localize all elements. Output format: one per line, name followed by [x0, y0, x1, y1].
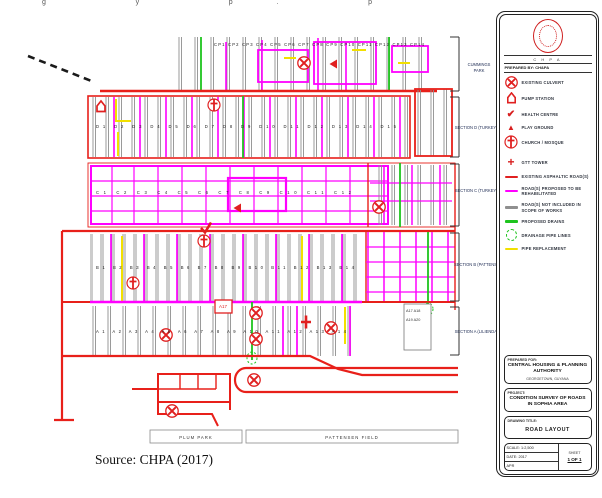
section-a-band: A17 A17 A18 A19 A20 A1 A2 A3 A4 A5 A6 A7…	[62, 299, 458, 377]
source-caption: Source: CHPA (2017)	[95, 452, 214, 467]
legend-panel: C H P A PREPARED BY: CH&PA EXISTING CULV…	[496, 11, 599, 477]
drawing-title-header: DRAWING TITLE:	[507, 418, 538, 423]
legend-item-label: CHURCH / MOSQUE	[521, 139, 564, 145]
project-name: CONDITION SURVEY OF ROADS IN SOPHIA AREA	[509, 395, 586, 408]
sheet-label: SHEET	[568, 451, 581, 455]
section-c-band: C1 C2 C3 C4 C5 C6 C7 C8 C9 C10 C11 C12	[87, 162, 456, 228]
legend-item: PIPE REPLACEMENT	[504, 246, 592, 251]
legend-item: PROPOSED DRAINS	[504, 219, 592, 224]
sheet-number: 1 OF 1	[567, 457, 582, 462]
plot-box-label: A17	[219, 304, 228, 309]
plum-park-label-box	[149, 429, 243, 444]
plus-icon: +	[507, 155, 515, 170]
legend-item: + GTT TOWER	[504, 155, 592, 169]
drawing-title: ROAD LAYOUT	[525, 426, 570, 433]
section-label: SECTION B (PATTENSEN)	[454, 262, 500, 267]
legend-item-label: DRAINAGE PIPE LINES	[521, 232, 571, 238]
asphaltic-road	[54, 231, 74, 422]
legend-item: ROAD(S) NOT INCLUDED IN SCOPE OF WORKS	[504, 202, 592, 213]
existing-culvert-marker	[164, 403, 180, 419]
section-label: SECTION A (LILIENDAAL)	[455, 329, 500, 334]
legend-item: DRAINAGE PIPE LINES	[504, 229, 592, 242]
check-icon: ✔	[506, 108, 516, 120]
date-field: DATE: 2017	[504, 453, 558, 462]
side-box-label: A17 A18	[406, 309, 420, 313]
church-cross-icon	[504, 135, 519, 150]
legend-item: PUMP STATION	[504, 92, 592, 105]
project-block: PROJECT: CONDITION SURVEY OF ROADS IN SO…	[503, 387, 592, 412]
authority-sub: GEORGETOWN, GUYANA	[526, 376, 569, 381]
cropped-caption-fragments: g y p. p	[42, 0, 372, 6]
existing-culvert-marker	[248, 305, 264, 321]
legend-item-label: HEALTH CENTRE	[521, 111, 559, 117]
legend-item: ROAD(S) PROPOSED TO BE REHABILITATED	[504, 186, 592, 197]
dashed-circle-icon	[504, 229, 519, 242]
legend-item: EXISTING CULVERT	[504, 75, 592, 89]
green-line-icon	[504, 220, 519, 223]
church-mosque-marker	[126, 276, 140, 291]
legend-item: ▲ PLAY GROUND	[504, 123, 592, 132]
legend-item: CHURCH / MOSQUE	[504, 135, 592, 150]
side-box-label: A19 A20	[406, 318, 420, 322]
map-canvas: g y p. p CP1 CP2 CP3 CP4 CP5 CP6 CP7 CP8…	[27, 0, 500, 444]
project-header: PROJECT:	[507, 390, 526, 395]
seal-caption: C H P A	[503, 54, 592, 64]
existing-culvert-marker	[246, 372, 262, 388]
existing-culvert-marker	[296, 55, 312, 71]
section-label: SECTION C (TURKEYEN)	[455, 188, 500, 193]
legend-item-label: EXISTING CULVERT	[521, 79, 564, 85]
scale-field: SCALE: 1:2,500	[504, 444, 558, 453]
diagonal-hatched-line	[27, 54, 95, 84]
plot-labels-row: CP1 CP2 CP3 CP4 CP5 CP6 CP7 CP8 CP9 CP10…	[214, 42, 425, 47]
chpa-seal-icon	[532, 18, 563, 53]
magenta-line-icon	[504, 189, 519, 193]
legend-item-label: ROAD(S) NOT INCLUDED IN SCOPE OF WORKS	[521, 202, 581, 213]
rounded-road	[233, 366, 458, 394]
legend-item-label: EXISTING ASPHALTIC ROAD(S)	[521, 174, 589, 180]
house-icon	[504, 92, 519, 105]
legend-item-label: PUMP STATION	[521, 96, 555, 102]
legend-item: EXISTING ASPHALTIC ROAD(S)	[504, 174, 592, 179]
plum-park-label: PLUM PARK	[179, 435, 213, 440]
prepared-for-header: PREPARED FOR:	[507, 358, 537, 362]
x-circle-icon	[504, 75, 519, 89]
triangle-icon: ▲	[507, 123, 515, 133]
legend-item-label: ROAD(S) PROPOSED TO BE REHABILITATED	[521, 185, 582, 197]
church-mosque-marker	[207, 98, 221, 113]
authority-name: CENTRAL HOUSING & PLANNING AUTHORITY	[507, 363, 588, 375]
yellow-line-icon	[504, 247, 519, 251]
pattensen-field-label: PATTENSEN FIELD	[325, 435, 379, 440]
gray-line-icon	[504, 206, 519, 209]
drawing-title-block: DRAWING TITLE: ROAD LAYOUT	[503, 415, 592, 439]
pattensen-field-label-box	[245, 429, 459, 444]
section-label: CUMMINGS	[468, 62, 491, 67]
drainage-pipe-marker	[246, 351, 258, 365]
section-d-band: D1 D2 D3 D4 D5 D6 D7 D8 D9 D10 D11 D12 D…	[87, 95, 411, 159]
prepared-for-block: PREPARED FOR: CENTRAL HOUSING & PLANNING…	[503, 355, 592, 384]
section-label: PARK	[474, 68, 485, 73]
legend-item: ✔ HEALTH CENTRE	[504, 109, 592, 120]
red-outlined-block	[414, 88, 453, 157]
plum-park-block	[132, 373, 231, 427]
cummings-park-strip: CP1 CP2 CP3 CP4 CP5 CP6 CP7 CP8 CP9 CP10…	[174, 37, 432, 92]
title-block-grid: SCALE: 1:2,500 DATE: 2017 APR SHEET 1 OF…	[503, 442, 592, 471]
prepared-by-strip: PREPARED BY: CH&PA	[503, 64, 592, 73]
section-label: SECTION D (TURKEYEN)	[455, 125, 500, 130]
existing-culvert-marker	[371, 199, 387, 215]
church-mosque-marker	[197, 234, 211, 249]
legend-item-label: PROPOSED DRAINS	[521, 219, 565, 225]
approved-field: APR	[506, 463, 515, 468]
legend-item-label: PLAY GROUND	[521, 124, 554, 130]
existing-culvert-marker	[248, 331, 264, 347]
red-line-icon	[504, 175, 519, 179]
legend-item-label: PIPE REPLACEMENT	[521, 246, 567, 252]
section-brackets	[450, 36, 460, 356]
legend-item-label: GTT TOWER	[521, 159, 548, 165]
section-b-band: B1 B2 B3 B4 B5 B6 B7 B8 B9 B10 B11 B12 B…	[62, 221, 455, 312]
